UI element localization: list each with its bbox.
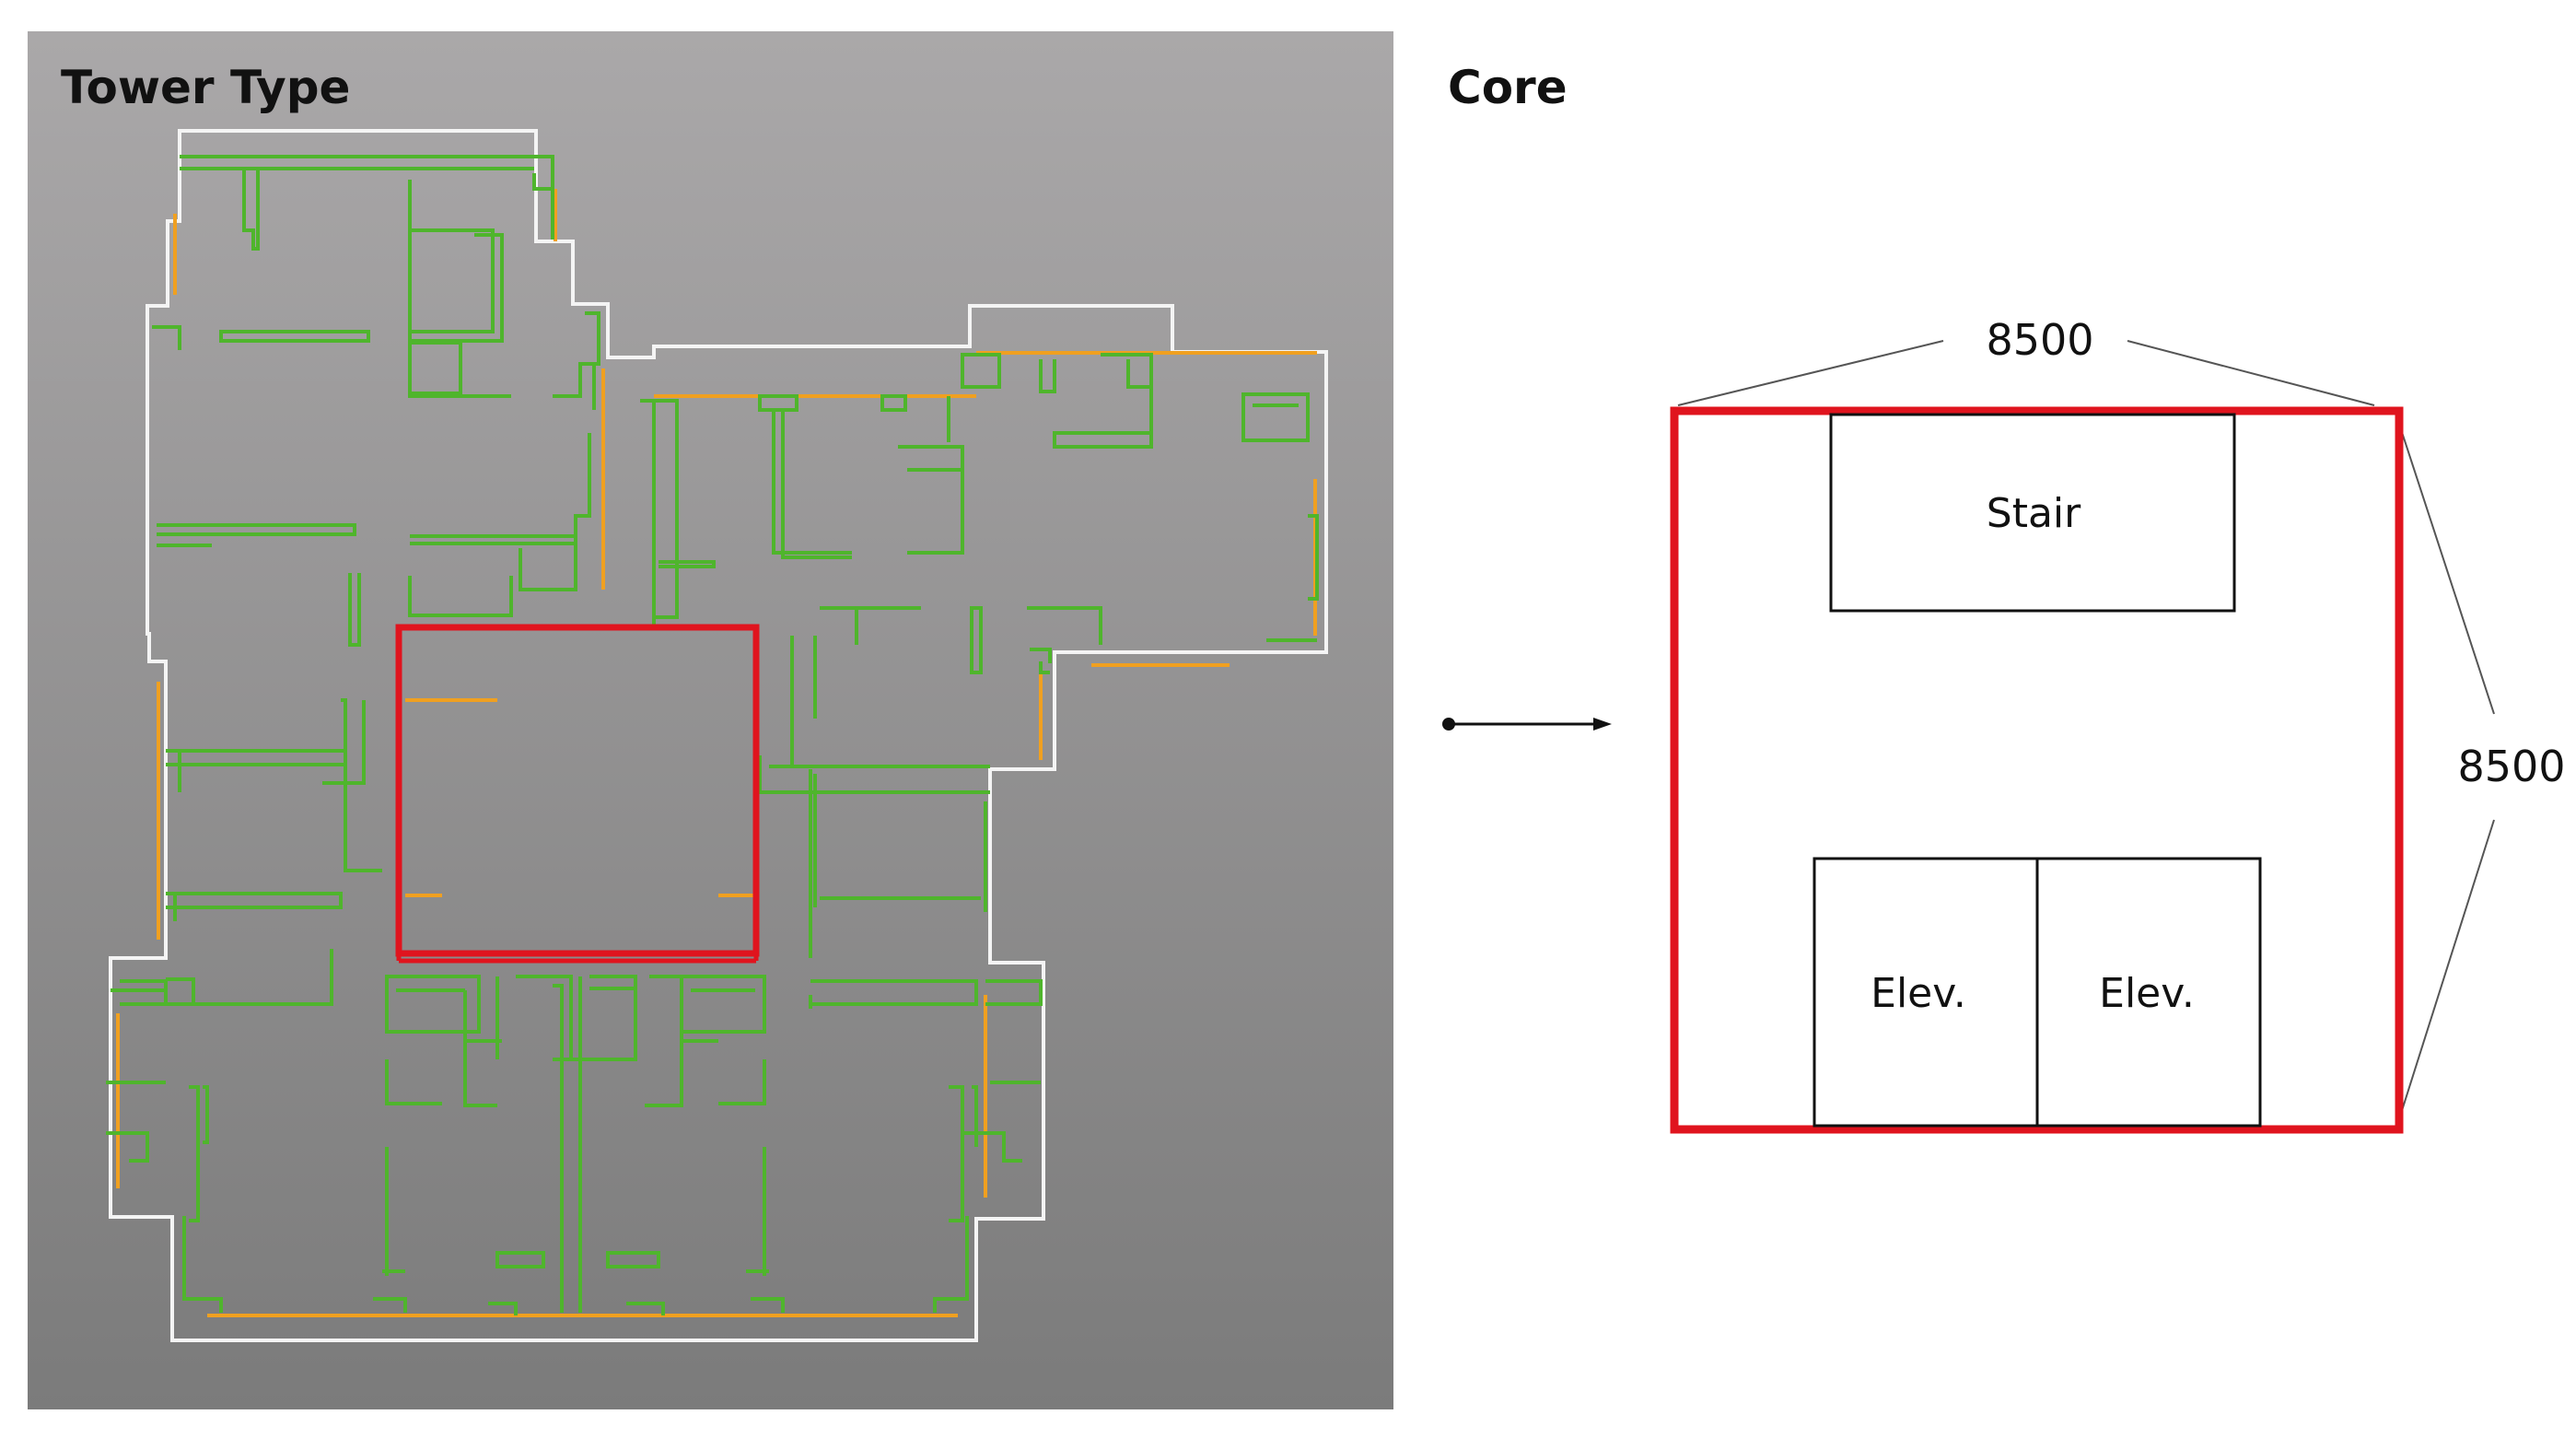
elevator-right-box	[2035, 857, 2262, 1128]
tower-core-highlight	[395, 624, 760, 964]
tower-outline	[109, 129, 1328, 1342]
detail-arrow	[1442, 718, 1612, 731]
core-panel: Core 8500 8500 Stair Elev. Elev.	[1448, 61, 2566, 1134]
dimension-right: 8500	[2457, 742, 2565, 791]
dimension-top: 8500	[1986, 315, 2093, 365]
core-title: Core	[1448, 61, 1568, 114]
tower-type-title: Tower Type	[61, 61, 350, 114]
dimension-leaders	[1677, 340, 2495, 1120]
tower-panel-background	[28, 31, 1393, 1409]
stair-box	[1829, 413, 2236, 613]
elevator-right-label: Elev.	[2099, 970, 2195, 1017]
elevator-left-label: Elev.	[1871, 970, 1966, 1017]
tower-type-panel: Tower Type	[28, 31, 1393, 1409]
stair-label: Stair	[1987, 490, 2081, 537]
tower-walls	[106, 155, 1319, 1315]
